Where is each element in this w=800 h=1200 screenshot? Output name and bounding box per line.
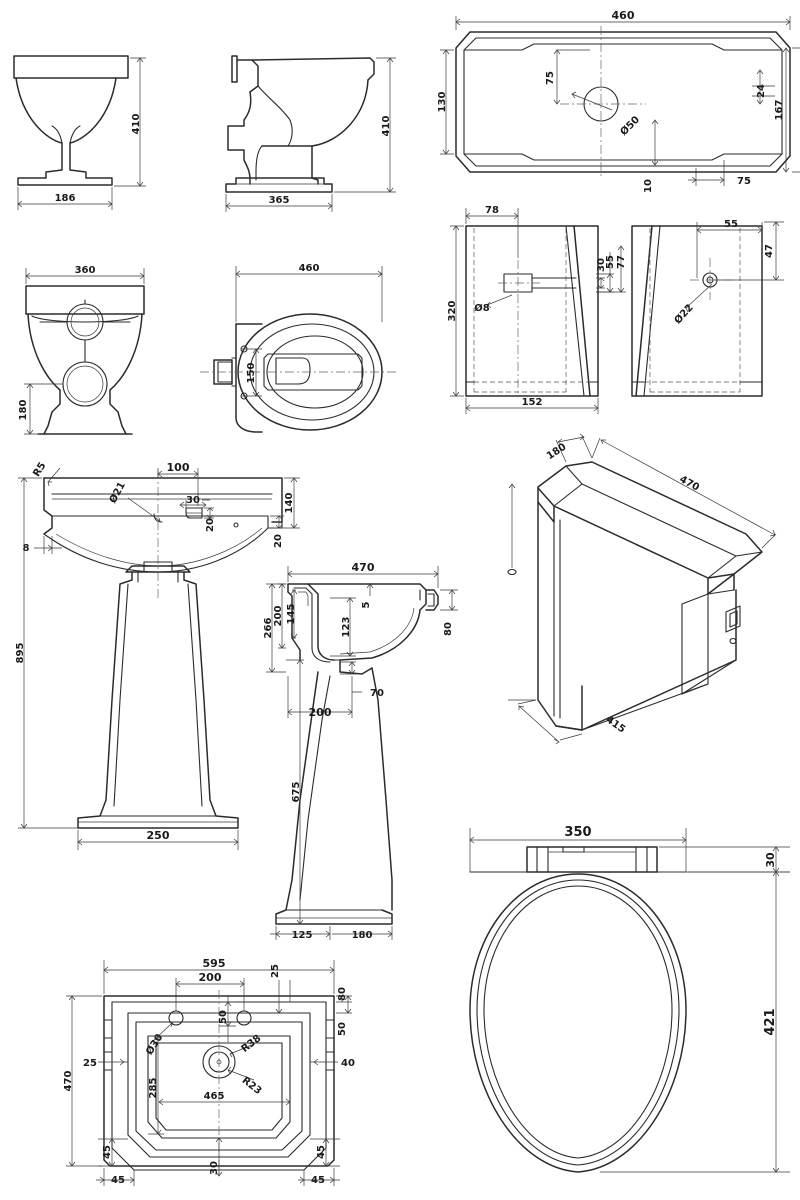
dim-wc-plan-length: 460 bbox=[299, 263, 320, 274]
dim-pedestal-side-hole-top: 47 bbox=[764, 244, 775, 258]
dim-basin-plan-right-40: 40 bbox=[341, 1058, 355, 1069]
dim-pedestal-side-hole-left: 55 bbox=[724, 219, 738, 230]
dim-basin-tap-hole-dia: Ø21 bbox=[107, 480, 128, 505]
dim-basin-plan-corner-a: 45 bbox=[102, 1145, 113, 1159]
dim-seat-width: 350 bbox=[564, 825, 591, 840]
dim-basin-plan-depth: 470 bbox=[63, 1071, 74, 1092]
dim-basin-pedestal-base-width: 250 bbox=[147, 829, 170, 842]
dim-lid-width: 460 bbox=[612, 9, 635, 22]
dim-basin-plan-front-30: 30 bbox=[209, 1161, 220, 1175]
dim-basin-plan-corner-d: 45 bbox=[311, 1175, 325, 1186]
dim-basin-side-depth: 470 bbox=[352, 561, 375, 574]
dim-basin-plan-left-25: 25 bbox=[83, 1058, 97, 1069]
dim-basin-plan-tap-centres: 200 bbox=[199, 971, 222, 984]
dim-basin-side-front-lip: 80 bbox=[443, 622, 454, 636]
dim-basin-plan-corner-b: 45 bbox=[111, 1175, 125, 1186]
dim-pedestal-hole-callout: Ø8 bbox=[474, 302, 490, 314]
dim-basin-side-splash-inner: 145 bbox=[286, 604, 297, 625]
view-basin-side: 470 5 80 266 200 145 123 70 200 675 125 … bbox=[263, 561, 458, 941]
dim-basin-tap-centre: 100 bbox=[167, 461, 190, 474]
view-basin-front: R5 Ø21 100 30 20 20 140 8 895 250 bbox=[15, 461, 300, 850]
dim-cistern-width: 470 bbox=[677, 474, 701, 494]
dim-lid-corner-chamfer: 75 bbox=[737, 176, 751, 187]
dim-basin-side-pedestal-height: 675 bbox=[291, 782, 302, 803]
dim-basin-side-waste-offset: 70 bbox=[370, 688, 384, 699]
view-wc-rear: 360 180 bbox=[18, 265, 145, 435]
dim-pedestal-base-width: 152 bbox=[522, 397, 543, 408]
dim-basin-side-foot-front: 180 bbox=[352, 930, 373, 941]
view-basin-plan: 595 200 25 50 80 50 470 25 40 Ø30 R38 R2… bbox=[63, 957, 355, 1186]
dim-basin-plan-rim-50: 50 bbox=[337, 1022, 348, 1036]
dim-wc-rear-outlet-height: 180 bbox=[18, 400, 29, 421]
dim-basin-plan-bowl-back: 285 bbox=[148, 1078, 159, 1099]
dim-basin-plan-waste-inner: R23 bbox=[240, 1075, 264, 1097]
view-cistern-iso: 180 470 415 bbox=[507, 433, 777, 745]
view-wc-side: 410 365 bbox=[225, 55, 396, 212]
dim-basin-corner-radius: R5 bbox=[31, 461, 48, 479]
view-wc-plan: 460 150 bbox=[200, 263, 396, 433]
view-seat-plan: 350 30 421 bbox=[469, 825, 790, 1173]
dim-basin-plan-rim-80: 80 bbox=[337, 987, 348, 1001]
dim-pedestal-slot-centre: 30 bbox=[596, 258, 607, 272]
dim-wc-front-height: 410 bbox=[131, 114, 142, 135]
dim-pedestal-side-hole-dia: Ø22 bbox=[672, 302, 696, 327]
dim-pedestal-height: 320 bbox=[447, 301, 458, 322]
dim-basin-plan-bowl-width: 465 bbox=[204, 1091, 225, 1102]
dim-basin-plan-edge-25: 25 bbox=[270, 964, 281, 978]
dim-wc-side-length: 365 bbox=[269, 195, 290, 206]
dim-lid-inner-depth: 130 bbox=[437, 92, 448, 113]
dim-lid-hole-dia: Ø50 bbox=[618, 114, 642, 138]
dim-lid-edge-offset: 24 bbox=[756, 84, 767, 98]
dim-lid-bottom-offset: 10 bbox=[643, 179, 654, 193]
dim-wc-front-base-width: 186 bbox=[55, 193, 76, 204]
dim-basin-detail-c: 20 bbox=[273, 534, 284, 548]
dim-basin-overall-height: 895 bbox=[15, 643, 26, 664]
view-wc-front: 410 186 bbox=[13, 55, 146, 210]
dim-basin-side-foot-rear: 125 bbox=[292, 930, 313, 941]
dim-basin-side-pedestal-offset: 200 bbox=[309, 706, 332, 719]
dim-lid-outer-depth: 167 bbox=[774, 100, 785, 121]
dim-basin-side-splash-height: 200 bbox=[273, 606, 284, 627]
dim-basin-side-rim-step: 5 bbox=[361, 601, 372, 608]
dim-lid-hole-from-top: 75 bbox=[545, 71, 556, 85]
dim-wc-side-height: 410 bbox=[381, 116, 392, 137]
dim-basin-detail-a: 30 bbox=[186, 495, 200, 506]
dim-cistern-height: 415 bbox=[604, 714, 627, 735]
dim-basin-rim-thickness: 8 bbox=[23, 543, 30, 554]
dim-pedestal-slot-left: 78 bbox=[485, 205, 499, 216]
dim-wc-plan-fixing-centres: 150 bbox=[246, 363, 257, 384]
view-cistern-lid-plan: 460 130 167 75 24 Ø50 10 75 bbox=[437, 9, 800, 193]
dim-pedestal-mid-height: 55 bbox=[605, 255, 616, 269]
dim-basin-side-back-height: 266 bbox=[263, 618, 274, 639]
view-pedestal-front: Ø8 78 30 55 77 320 152 bbox=[447, 205, 627, 414]
view-pedestal-side: Ø22 55 47 bbox=[631, 219, 784, 397]
dim-basin-plan-tap-back-50: 50 bbox=[218, 1010, 229, 1024]
dim-basin-side-bowl-depth: 123 bbox=[341, 617, 352, 638]
dim-wc-rear-width: 360 bbox=[75, 265, 96, 276]
dim-seat-length: 421 bbox=[763, 1008, 778, 1035]
dim-basin-rim-height: 140 bbox=[284, 493, 295, 514]
dim-basin-detail-b: 20 bbox=[205, 518, 216, 532]
dim-basin-plan-corner-c: 45 bbox=[316, 1145, 327, 1159]
dim-seat-hinge-depth: 30 bbox=[764, 852, 777, 868]
dim-pedestal-upper-height: 77 bbox=[616, 255, 627, 269]
dim-basin-plan-width: 595 bbox=[203, 957, 226, 970]
